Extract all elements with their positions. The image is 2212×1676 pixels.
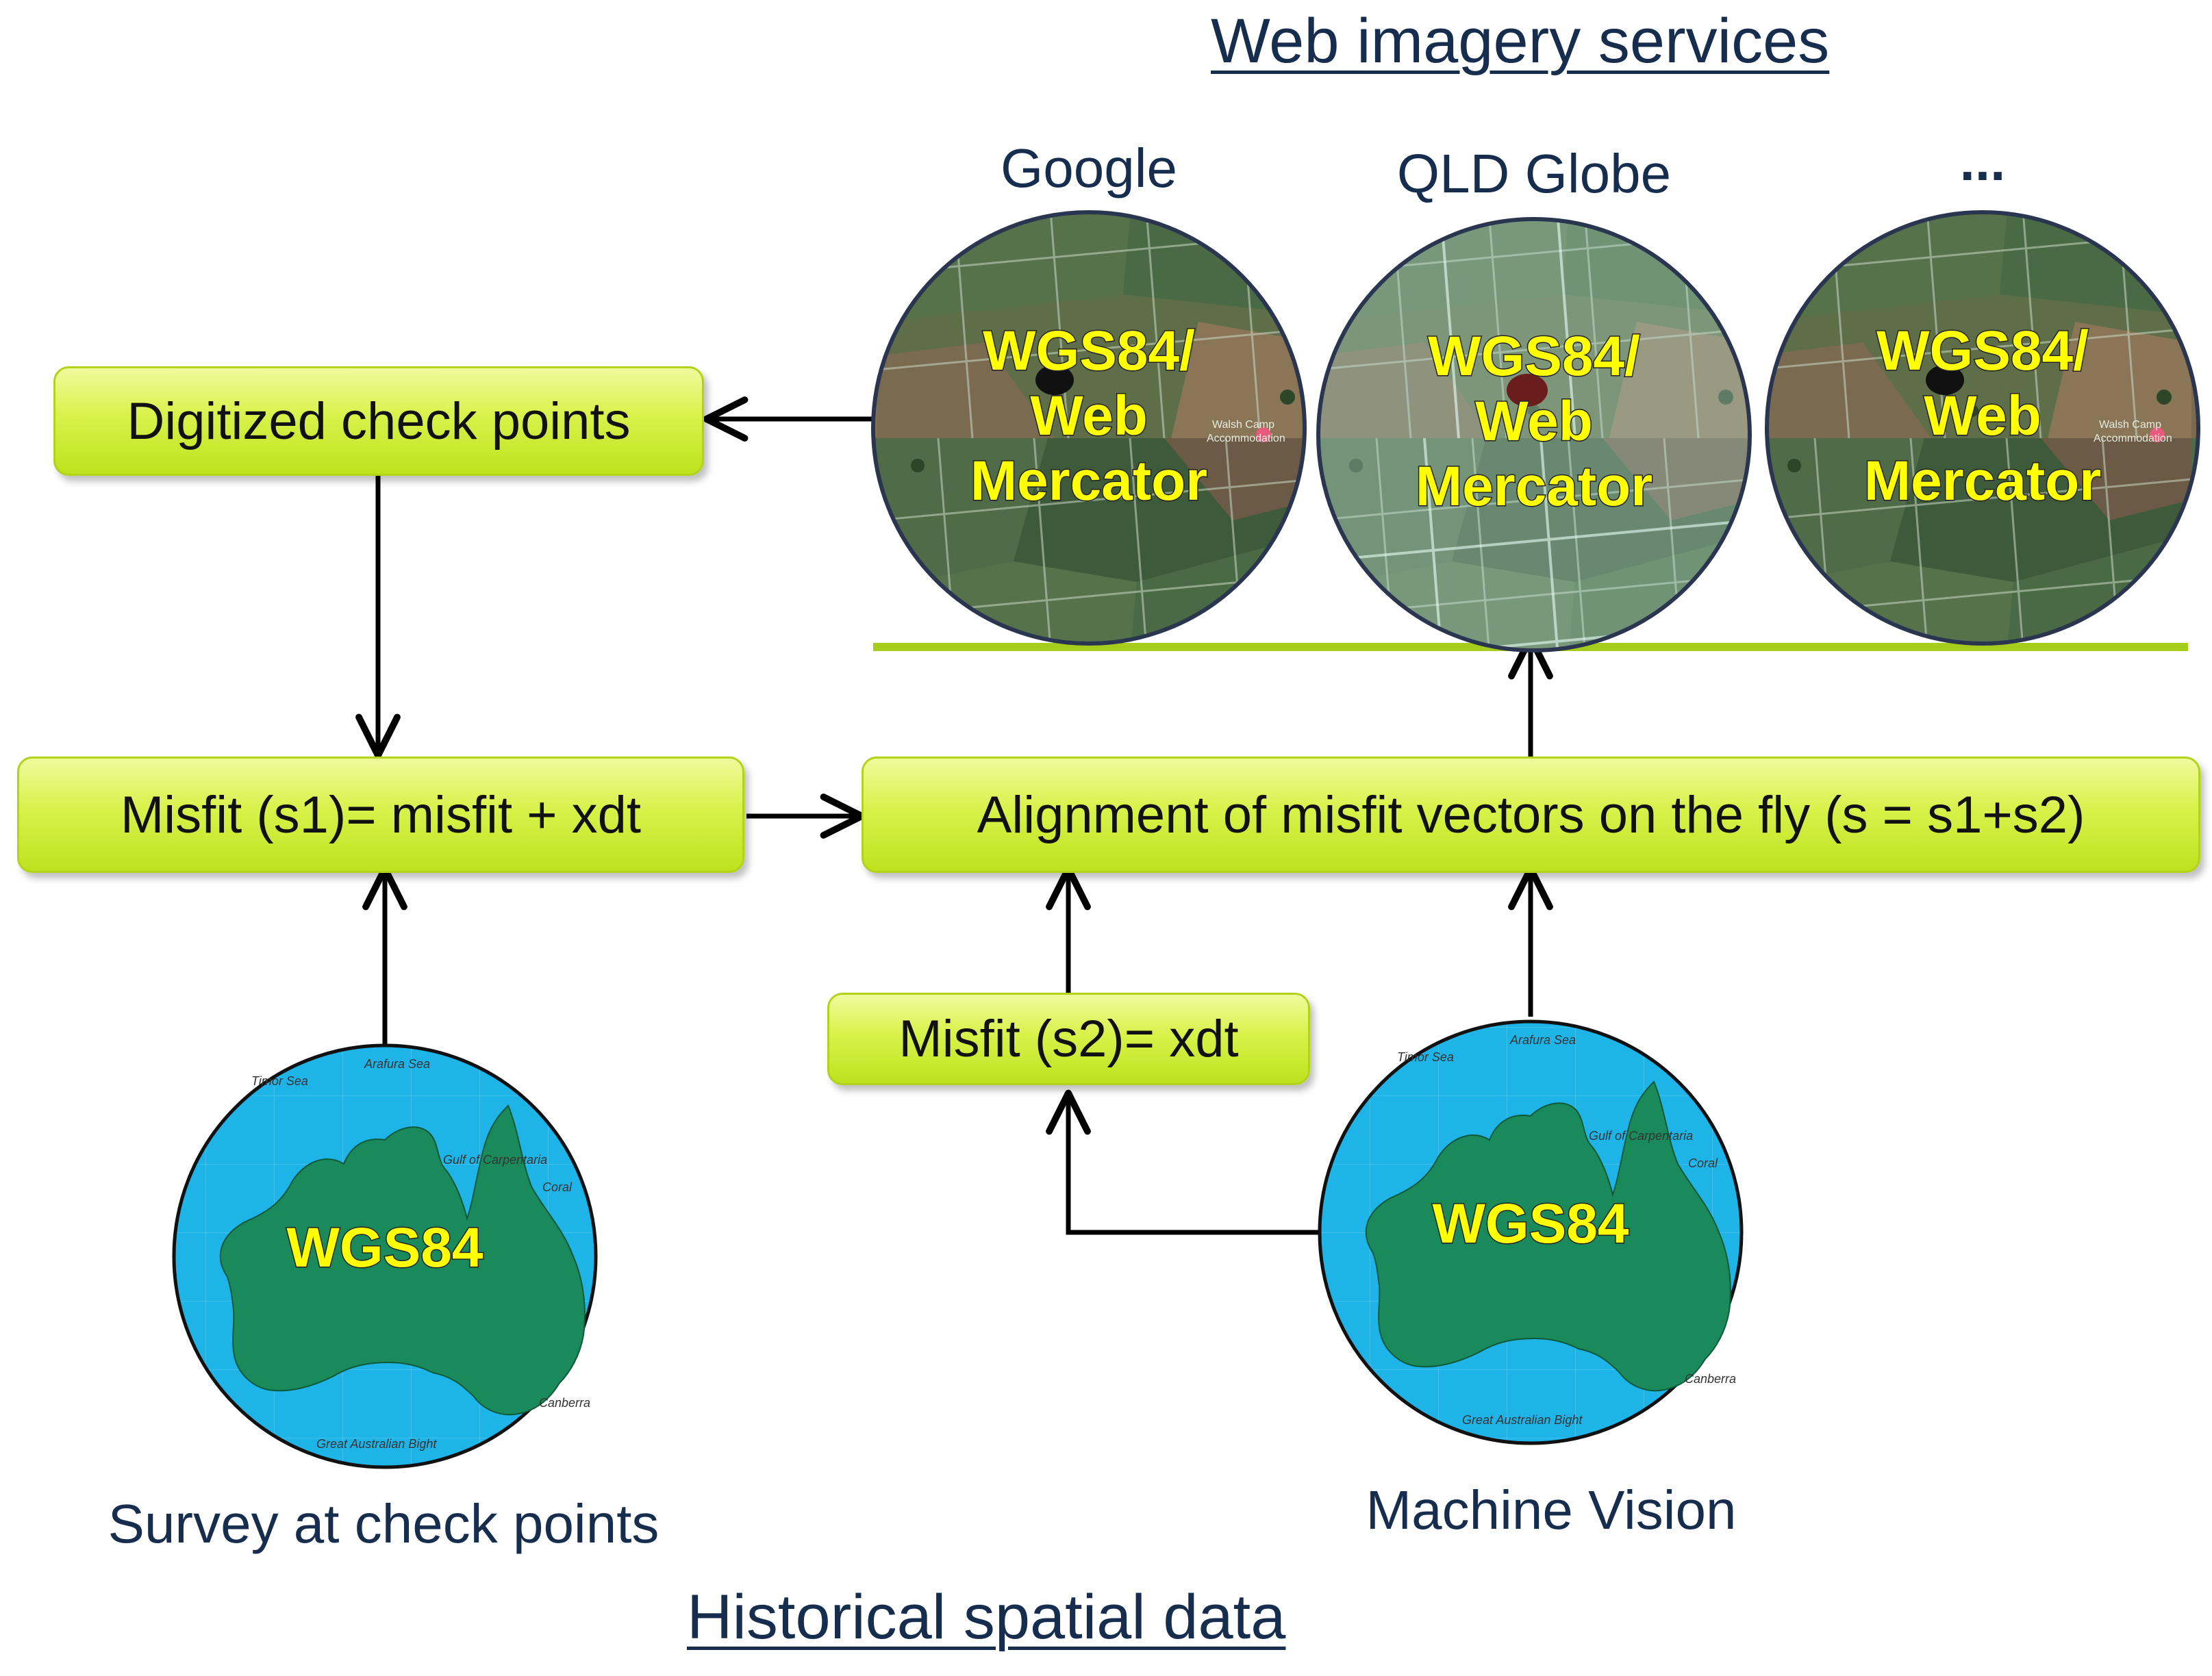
box-alignment: Alignment of misfit vectors on the fly (…: [862, 757, 2200, 873]
other-crs-line-3: Mercator: [1864, 450, 2101, 512]
map-label-canberra: Canberra: [1685, 1372, 1736, 1386]
place-label-2: Accommodation: [2094, 433, 2172, 444]
imagery-qld-globe: WGS84/ Web Mercator: [1316, 217, 1752, 652]
map-label-timor: Timor Sea: [1397, 1050, 1454, 1064]
map-pin-icon: [1256, 427, 1271, 442]
google-crs-line-2: Web: [1030, 385, 1148, 447]
map-pin-icon: [2150, 427, 2165, 442]
pond-icon: [1035, 365, 1074, 395]
map-label-bight: Great Australian Bight: [316, 1437, 437, 1451]
map-label-timor: Timor Sea: [251, 1074, 308, 1088]
map-label-carpentaria: Gulf of Carpentaria: [443, 1153, 547, 1167]
caption-machine-vision: Machine Vision: [1366, 1480, 1737, 1540]
map-label-coral: Coral: [1688, 1156, 1718, 1170]
box-misfit-s2: Misfit (s2)= xdt: [827, 993, 1310, 1085]
place-label-1: Walsh Camp: [2099, 419, 2161, 431]
other-crs-line-1: WGS84/: [1876, 320, 2089, 382]
map-label-bight: Great Australian Bight: [1462, 1413, 1583, 1427]
heading-historical-spatial-data: Historical spatial data: [687, 1582, 1286, 1652]
qld-crs-line-3: Mercator: [1416, 455, 1652, 518]
provider-google: Google: [1001, 138, 1177, 199]
map-label-coral: Coral: [542, 1180, 573, 1194]
map-label-carpentaria: Gulf of Carpentaria: [1589, 1129, 1693, 1143]
box-misfit-s1: Misfit (s1)= misfit + xdt: [17, 757, 744, 873]
qld-crs-line-1: WGS84/: [1428, 325, 1640, 388]
pond-icon: [1507, 374, 1548, 407]
connectors: [355, 396, 1553, 1235]
imagery-google: Walsh Camp Accommodation WGS84/ Web Merc…: [871, 210, 1307, 646]
pond-icon: [1926, 365, 1964, 395]
qld-crs-line-2: Web: [1475, 390, 1593, 453]
machine-globe-crs: WGS84: [1432, 1193, 1629, 1255]
place-label-1: Walsh Camp: [1212, 419, 1274, 431]
google-crs-line-1: WGS84/: [983, 320, 1195, 382]
survey-globe-crs: WGS84: [286, 1217, 483, 1279]
other-crs-line-2: Web: [1924, 385, 2041, 447]
box-digitized-check-points: Digitized check points: [53, 366, 704, 476]
map-label-canberra: Canberra: [539, 1396, 590, 1410]
provider-more: ...: [1959, 131, 2006, 192]
map-label-arafura: Arafura Sea: [1509, 1033, 1576, 1047]
caption-survey-at-check-points: Survey at check points: [108, 1493, 659, 1554]
globe-machine-vision: Arafura Sea Timor Sea Gulf of Carpentari…: [1318, 1019, 1744, 1445]
provider-qld-globe: QLD Globe: [1396, 143, 1672, 204]
globe-survey: Arafura Sea Timor Sea Gulf of Carpentari…: [172, 1043, 598, 1469]
imagery-other: Walsh Camp Accommodation WGS84/ Web Merc…: [1765, 210, 2200, 646]
place-label-2: Accommodation: [1207, 433, 1285, 444]
map-label-arafura: Arafura Sea: [364, 1057, 430, 1071]
arrow-machine-globe-to-misfit-s2: [1046, 1089, 1329, 1235]
heading-web-imagery-services: Web imagery services: [1211, 6, 1830, 76]
google-crs-line-3: Mercator: [970, 450, 1207, 512]
